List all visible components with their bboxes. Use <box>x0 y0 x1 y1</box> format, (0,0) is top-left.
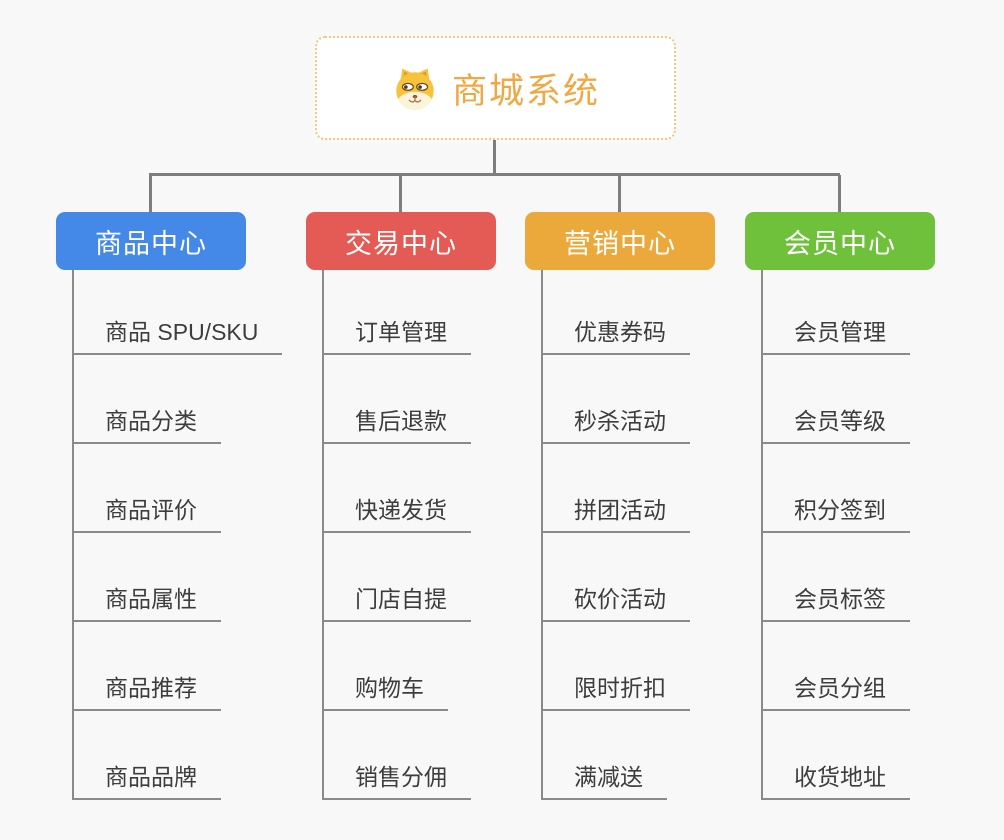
connector-horizontal-bar <box>149 173 840 176</box>
leaf-node[interactable]: 优惠券码 <box>541 270 690 355</box>
leaf-node[interactable]: 销售分佣 <box>322 711 471 800</box>
leaf-node[interactable]: 限时折扣 <box>541 622 690 711</box>
connector-branch-stub-1 <box>149 175 152 212</box>
leaf-node[interactable]: 收货地址 <box>761 711 910 800</box>
connector-branch-stub-2 <box>399 175 402 212</box>
leaf-node[interactable]: 会员标签 <box>761 533 910 622</box>
leaf-node[interactable]: 订单管理 <box>322 270 471 355</box>
leaf-node[interactable]: 砍价活动 <box>541 533 690 622</box>
leaf-node[interactable]: 门店自提 <box>322 533 471 622</box>
leaf-node[interactable]: 商品属性 <box>72 533 221 622</box>
leaf-node[interactable]: 拼团活动 <box>541 444 690 533</box>
leaf-column-product-center: 商品 SPU/SKU 商品分类 商品评价 商品属性 商品推荐 商品品牌 <box>72 270 283 800</box>
leaf-column-marketing-center: 优惠券码 秒杀活动 拼团活动 砍价活动 限时折扣 满减送 <box>541 270 690 800</box>
branch-node-member-center[interactable]: 会员中心 <box>745 212 935 270</box>
leaf-node[interactable]: 购物车 <box>322 622 448 711</box>
root-title: 商城系统 <box>451 71 600 111</box>
connector-root-stub <box>493 140 496 176</box>
leaf-node[interactable]: 会员分组 <box>761 622 910 711</box>
branch-node-trade-center[interactable]: 交易中心 <box>306 212 496 270</box>
leaf-node[interactable]: 商品推荐 <box>72 622 221 711</box>
connector-branch-stub-3 <box>618 175 621 212</box>
connector-branch-stub-4 <box>838 175 841 212</box>
leaf-node[interactable]: 会员管理 <box>761 270 910 355</box>
root-node[interactable]: 商城系统 <box>315 36 676 140</box>
trunk-line-member-center <box>761 270 763 800</box>
leaf-node[interactable]: 商品 SPU/SKU <box>72 270 283 355</box>
leaf-node[interactable]: 商品品牌 <box>72 711 221 800</box>
leaf-column-trade-center: 订单管理 售后退款 快递发货 门店自提 购物车 销售分佣 <box>322 270 471 800</box>
leaf-node[interactable]: 满减送 <box>541 711 667 800</box>
branch-node-product-center[interactable]: 商品中心 <box>56 212 246 270</box>
leaf-node[interactable]: 秒杀活动 <box>541 355 690 444</box>
branch-node-marketing-center[interactable]: 营销中心 <box>525 212 715 270</box>
leaf-node[interactable]: 售后退款 <box>322 355 471 444</box>
leaf-column-member-center: 会员管理 会员等级 积分签到 会员标签 会员分组 收货地址 <box>761 270 910 800</box>
trunk-line-marketing-center <box>541 270 543 800</box>
leaf-node[interactable]: 商品分类 <box>72 355 221 444</box>
trunk-line-product-center <box>72 270 74 800</box>
trunk-line-trade-center <box>322 270 324 800</box>
leaf-node[interactable]: 积分签到 <box>761 444 910 533</box>
leaf-node[interactable]: 会员等级 <box>761 355 910 444</box>
dog-face-icon <box>391 64 439 112</box>
leaf-node[interactable]: 商品评价 <box>72 444 221 533</box>
leaf-node[interactable]: 快递发货 <box>322 444 471 533</box>
